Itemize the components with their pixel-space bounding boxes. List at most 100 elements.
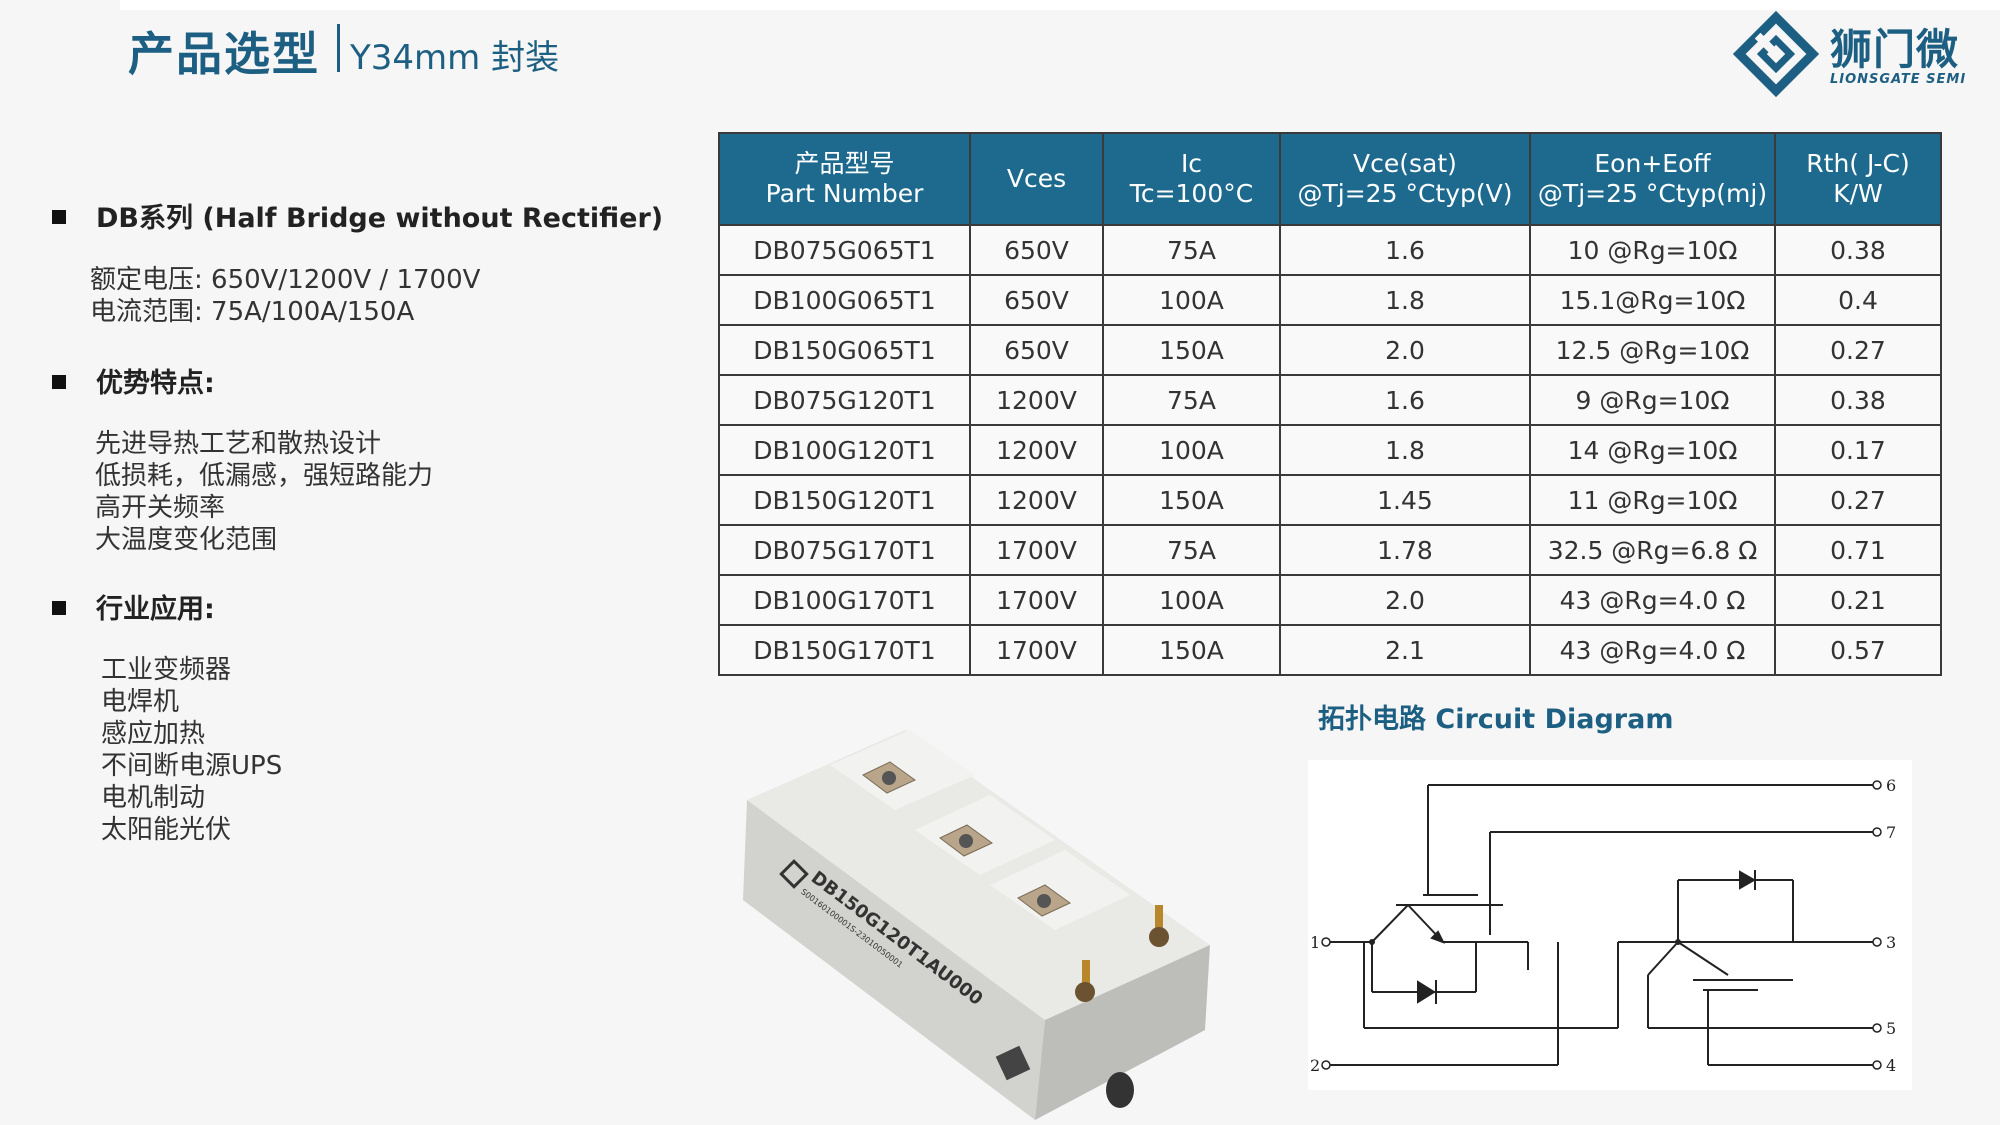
lionsgate-logo-icon [1732,10,1820,98]
product-spec-table: 产品型号 Part Number Vces Ic Tc=100°C Vce(sa… [718,132,1942,676]
cell-ic: 150A [1102,474,1281,526]
cell-part-number: DB100G170T1 [718,574,971,626]
advantages-list: 先进导热工艺和散热设计 低损耗，低漏感，强短路能力 高开关频率 大温度变化范围 [95,428,433,556]
advantage-item: 高开关频率 [95,493,226,523]
application-item: 太阳能光伏 [101,815,232,845]
circuit-diagram-title: 拓扑电路 Circuit Diagram [1318,704,1674,735]
cell-rth: 0.71 [1774,524,1942,576]
module-illustration: DB150G120T1AU000 S00160100001S-230100500… [743,730,1210,1120]
cell-vcesat: 2.1 [1279,624,1531,676]
cell-vces: 1200V [969,374,1104,426]
col-header-vces: Vces [969,132,1104,226]
half-bridge-schematic: 6 7 1 3 5 2 4 [1310,776,1896,1075]
cell-vces: 1700V [969,624,1104,676]
application-item: 工业变频器 [101,655,232,685]
cell-rth: 0.38 [1774,224,1942,276]
cell-vcesat: 1.45 [1279,474,1531,526]
page-title: 产品选型 [128,27,320,81]
cell-eon-eoff: 9 @Rg=10Ω [1529,374,1776,426]
cell-eon-eoff: 43 @Rg=4.0 Ω [1529,624,1776,676]
pin-label: 3 [1886,933,1896,952]
cell-rth: 0.4 [1774,274,1942,326]
applications-heading-text: 行业应用: [96,594,215,625]
cell-vces: 1700V [969,524,1104,576]
header-line: Vces [1006,164,1067,193]
application-item: 电机制动 [101,783,206,813]
col-header-ic: Ic Tc=100°C [1102,132,1281,226]
advantage-item: 低损耗，低漏感，强短路能力 [95,461,434,491]
cell-vces: 1200V [969,424,1104,476]
header-line: Vce(sat) [1353,149,1457,178]
advantage-item: 先进导热工艺和散热设计 [95,429,382,459]
application-item: 不间断电源UPS [101,751,283,781]
pin-label: 7 [1886,823,1896,842]
section-heading-applications: 行业应用: [52,587,215,626]
bullet-square-icon [52,209,66,224]
title-divider [337,24,340,72]
header-line: Ic [1180,149,1203,178]
header-line: @Tj=25 °Ctyp(mj) [1537,179,1768,208]
cell-part-number: DB150G170T1 [718,624,971,676]
cell-eon-eoff: 11 @Rg=10Ω [1529,474,1776,526]
applications-list: 工业变频器 电焊机 感应加热 不间断电源UPS 电机制动 太阳能光伏 [101,654,282,846]
bullet-square-icon [52,374,66,389]
cell-part-number: DB075G170T1 [718,524,971,576]
cell-vcesat: 1.78 [1279,524,1531,576]
cell-vcesat: 1.8 [1279,274,1531,326]
header-line: Rth( J-C) [1806,149,1910,178]
rated-voltage-line: 额定电压: 650V/1200V / 1700V [90,265,481,295]
col-header-eon-eoff: Eon+Eoff @Tj=25 °Ctyp(mj) [1529,132,1776,226]
application-item: 电焊机 [101,687,180,717]
cell-ic: 100A [1102,424,1281,476]
bullet-square-icon [52,600,66,615]
cell-vces: 650V [969,324,1104,376]
cell-eon-eoff: 12.5 @Rg=10Ω [1529,324,1776,376]
cell-rth: 0.17 [1774,424,1942,476]
cell-part-number: DB075G065T1 [718,224,971,276]
section-heading-series: DB系列 (Half Bridge without Rectifier) [52,196,663,235]
logo-english-name: LIONSGATE SEMI [1830,72,1967,87]
cell-ic: 75A [1102,224,1281,276]
header-line: @Tj=25 °Ctyp(V) [1297,179,1513,208]
header-line: Eon+Eoff [1594,149,1711,178]
company-logo: 狮门微 LIONSGATE SEMI [1730,10,1990,100]
current-range-line: 电流范围: 75A/100A/150A [90,297,415,327]
cell-rth: 0.21 [1774,574,1942,626]
cell-part-number: DB100G120T1 [718,424,971,476]
cell-vces: 1200V [969,474,1104,526]
cell-vces: 650V [969,274,1104,326]
cell-eon-eoff: 15.1@Rg=10Ω [1529,274,1776,326]
cell-rth: 0.38 [1774,374,1942,426]
col-header-vcesat: Vce(sat) @Tj=25 °Ctyp(V) [1279,132,1531,226]
cell-part-number: DB075G120T1 [718,374,971,426]
cell-eon-eoff: 32.5 @Rg=6.8 Ω [1529,524,1776,576]
igbt-module-image: DB150G120T1AU000 S00160100001S-230100500… [735,720,1235,1120]
advantages-heading-text: 优势特点: [96,368,215,399]
pin-label: 2 [1310,1056,1320,1075]
circuit-diagram: 6 7 1 3 5 2 4 [1308,760,1912,1090]
cell-ic: 75A [1102,524,1281,576]
cell-vcesat: 2.0 [1279,574,1531,626]
cell-vces: 1700V [969,574,1104,626]
cell-vcesat: 1.6 [1279,224,1531,276]
cell-vcesat: 2.0 [1279,324,1531,376]
cell-part-number: DB100G065T1 [718,274,971,326]
cell-ic: 150A [1102,324,1281,376]
top-bar [120,0,2000,10]
cell-rth: 0.27 [1774,324,1942,376]
page-subtitle: Y34mm 封装 [350,38,560,78]
cell-ic: 75A [1102,374,1281,426]
cell-eon-eoff: 14 @Rg=10Ω [1529,424,1776,476]
cell-rth: 0.57 [1774,624,1942,676]
header-line: K/W [1833,179,1883,208]
cell-eon-eoff: 43 @Rg=4.0 Ω [1529,574,1776,626]
header-line: Tc=100°C [1129,179,1254,208]
pin-label: 1 [1310,933,1320,952]
